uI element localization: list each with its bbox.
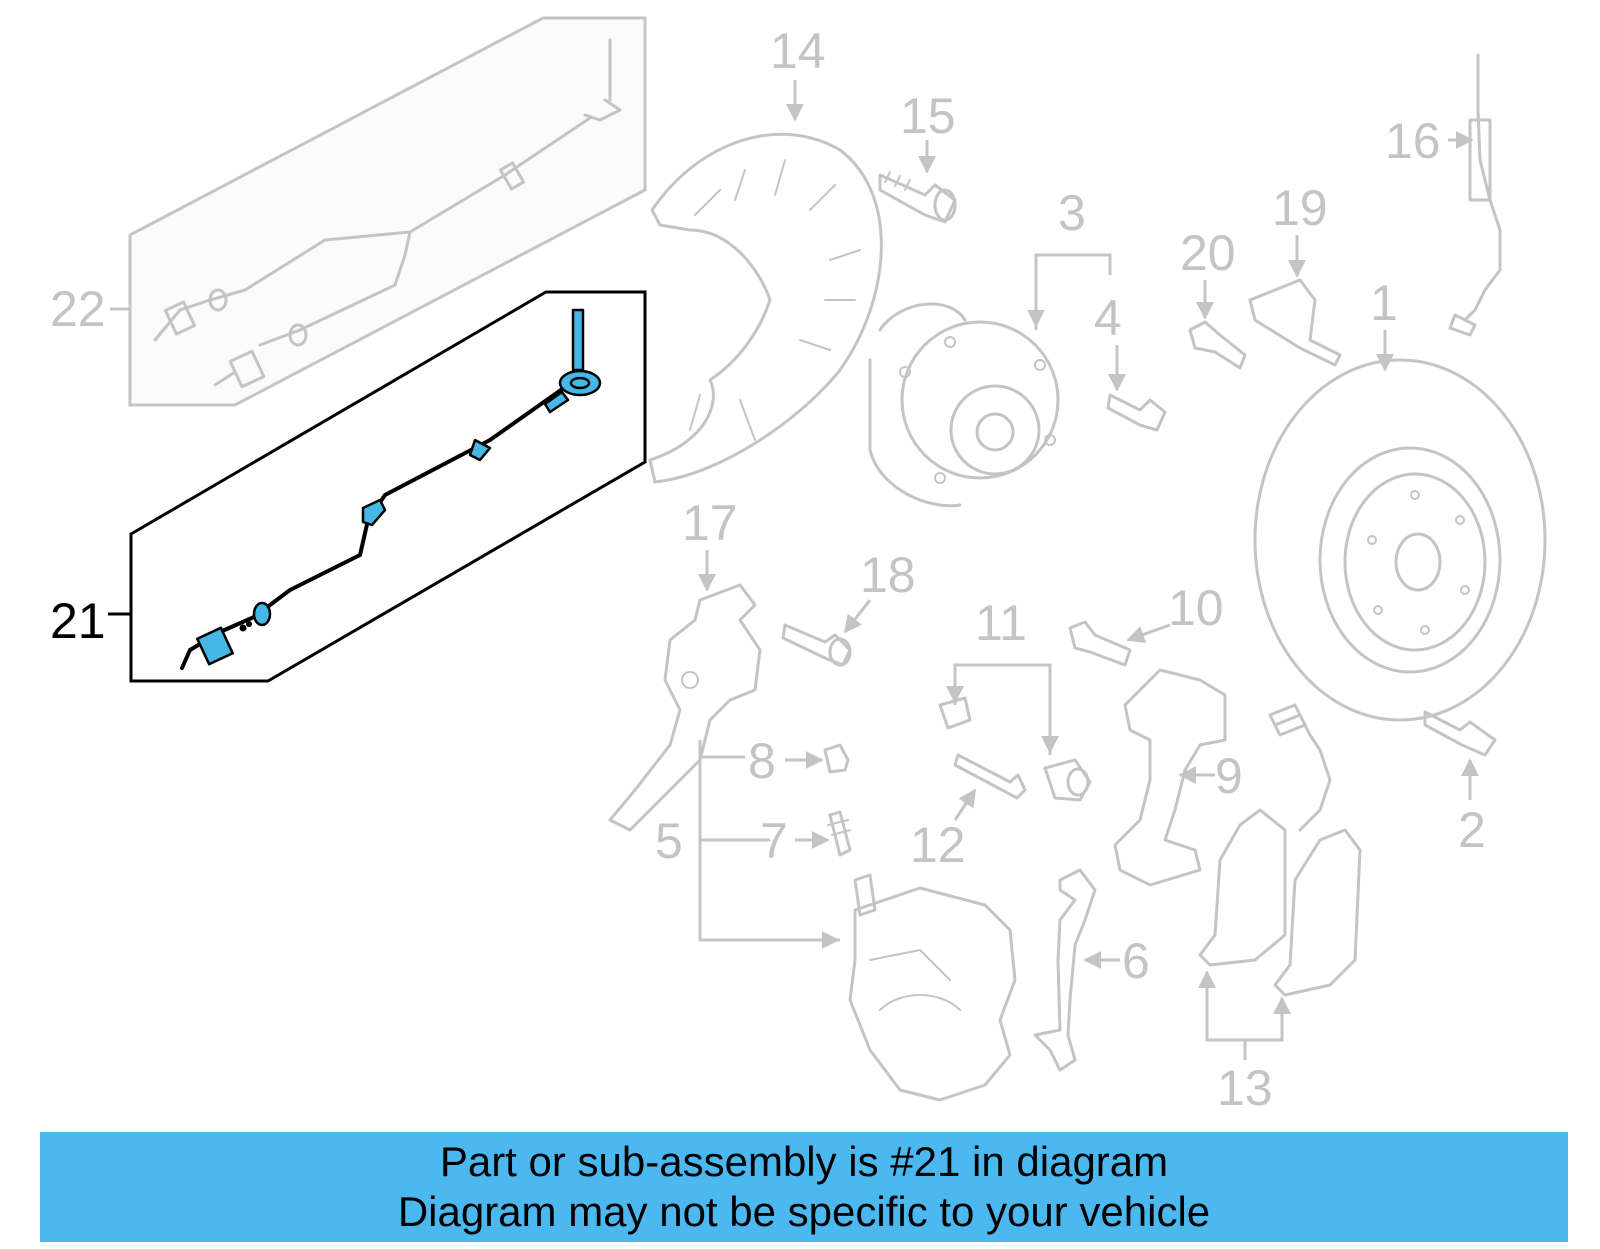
callout-8: 8 (748, 733, 776, 789)
callout-22: 22 (50, 281, 106, 337)
part-18-group[interactable]: 18 (781, 547, 916, 667)
part-16-hose (1463, 53, 1502, 322)
callout-7: 7 (760, 813, 788, 869)
callout-4: 4 (1094, 290, 1122, 346)
callout-9: 9 (1215, 748, 1243, 804)
callout-21: 21 (50, 593, 106, 649)
part-22-box (128, 16, 647, 407)
callout-6: 6 (1122, 933, 1150, 989)
part-5-bracket (698, 740, 840, 942)
part-15-bolt (878, 173, 957, 224)
part-20-bolt (1188, 320, 1247, 370)
part-13-bracket (1205, 975, 1284, 1042)
part-13-pad-outer (1273, 828, 1362, 997)
part-7-group[interactable]: 7 (760, 810, 852, 869)
part-17-bracket (608, 583, 762, 832)
part-14-group[interactable]: 14 (648, 23, 883, 484)
callout-2: 2 (1458, 802, 1486, 858)
part-11-bracket (953, 663, 1052, 755)
part-3-bracket (1034, 253, 1112, 330)
part-2-group[interactable]: 2 (1423, 710, 1497, 858)
part-4-bolt (1106, 393, 1167, 432)
part-8-group[interactable]: 8 (748, 733, 850, 789)
callout-15: 15 (900, 88, 956, 144)
part-3-group[interactable]: 3 (868, 185, 1112, 508)
part-11-group[interactable]: 11 (938, 595, 1092, 802)
part-20-group[interactable]: 20 (1180, 225, 1247, 370)
part-21-group[interactable]: 21 (50, 290, 647, 683)
callout-5: 5 (655, 813, 683, 869)
callout-3: 3 (1058, 185, 1086, 241)
part-6-group[interactable]: 6 (1033, 868, 1150, 1072)
callout-13: 13 (1217, 1060, 1273, 1116)
part-13-group[interactable]: 13 (1198, 703, 1362, 1116)
part-21-box (129, 290, 647, 683)
part-9-carrier (1113, 668, 1227, 887)
part-1-group[interactable]: 1 (1253, 275, 1547, 722)
part-22-group[interactable]: 22 (50, 16, 647, 407)
callout-17: 17 (682, 495, 738, 551)
part-10-leader (1126, 623, 1171, 644)
callout-18: 18 (860, 547, 916, 603)
banner-line-1: Part or sub-assembly is #21 in diagram (439, 1138, 1169, 1185)
part-21-sensor (180, 308, 602, 670)
part-4-group[interactable]: 4 (1094, 290, 1167, 432)
callout-19: 19 (1272, 180, 1328, 236)
part-5-caliper (848, 886, 1017, 1102)
callout-16: 16 (1385, 113, 1441, 169)
part-5-group[interactable]: 5 (655, 740, 1017, 1102)
part-17-group[interactable]: 17 (608, 495, 762, 832)
part-16-group[interactable]: 16 (1385, 53, 1502, 337)
part-19-group[interactable]: 19 (1248, 180, 1342, 367)
part-13-pad-inner (1198, 808, 1287, 967)
callout-11: 11 (975, 595, 1027, 651)
part-1-rotor (1253, 358, 1547, 722)
part-12-group[interactable]: 12 (910, 753, 1027, 873)
part-3-hub (900, 320, 1060, 480)
callout-14: 14 (770, 23, 826, 79)
part-19-bracket (1248, 278, 1342, 367)
part-9-group[interactable]: 9 (1113, 668, 1243, 887)
callout-1: 1 (1370, 275, 1398, 331)
part-18-leader (843, 599, 872, 634)
part-7-bleeder (828, 810, 852, 857)
part-15-group[interactable]: 15 (878, 88, 957, 224)
part-14-shield (648, 132, 883, 484)
callout-20: 20 (1180, 225, 1236, 281)
callout-12: 12 (910, 817, 966, 873)
part-8-cap (823, 743, 850, 774)
part-10-bolt (1068, 620, 1132, 667)
part-6-spring (1033, 868, 1097, 1072)
part-2-screw (1423, 710, 1497, 757)
banner-line-2: Diagram may not be specific to your vehi… (397, 1188, 1211, 1235)
part-18-bolt (781, 623, 852, 667)
callout-10: 10 (1168, 580, 1224, 636)
part-10-group[interactable]: 10 (1068, 580, 1224, 667)
info-banner: Part or sub-assembly is #21 in diagram D… (40, 1132, 1568, 1242)
part-12-pin (953, 753, 1027, 800)
part-12-leader (953, 788, 977, 821)
part-22-sensor (153, 38, 622, 389)
